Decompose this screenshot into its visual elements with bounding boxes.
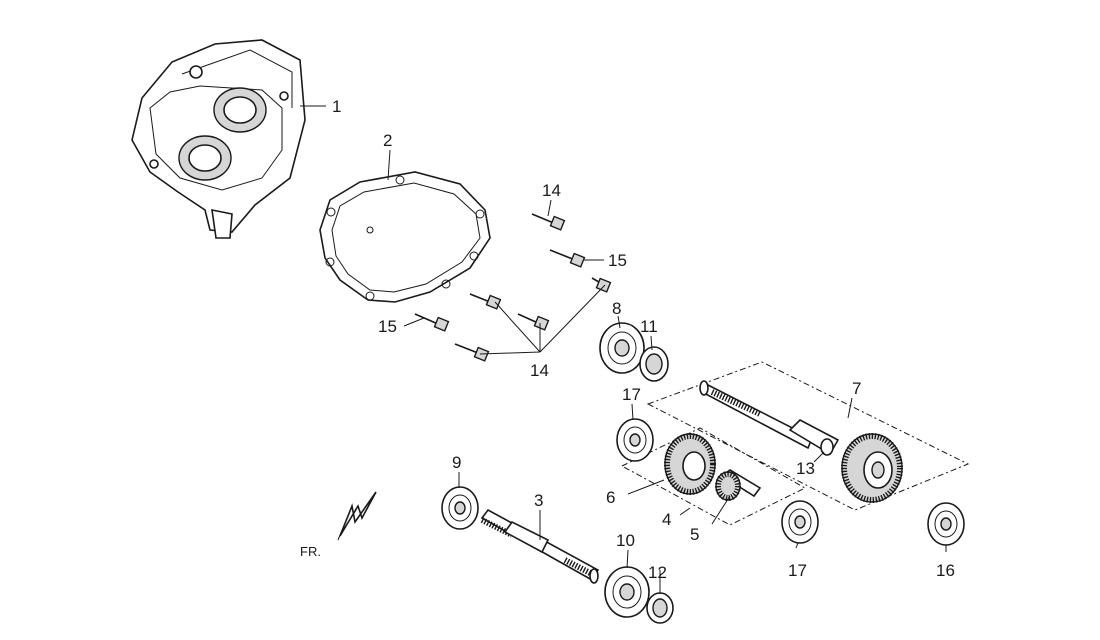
callout-5: 5 [690, 525, 699, 544]
callout-12: 12 [648, 563, 667, 582]
bolt-lower-14 [454, 343, 490, 362]
callout-9: 9 [452, 453, 461, 472]
gear-6 [664, 433, 716, 495]
callout-15-left: 15 [378, 317, 397, 336]
assembly-frame-7 [646, 361, 970, 511]
transmission-case [131, 39, 306, 239]
front-marker-label: FR. [300, 544, 321, 559]
bearing-8 [599, 322, 645, 374]
callout-4: 4 [662, 510, 671, 529]
callout-17-upper: 17 [622, 385, 641, 404]
countershaft-7 [699, 380, 840, 456]
bolt-upper-15 [549, 249, 586, 268]
front-direction-arrow-icon [337, 491, 377, 541]
callout-7: 7 [852, 379, 861, 398]
callout-2: 2 [383, 131, 392, 150]
bolt-mid-right-14 [517, 313, 550, 331]
leader-lines [300, 105, 947, 594]
bearing-16 [927, 502, 965, 546]
callout-14-lower: 14 [530, 361, 549, 380]
drive-shaft-3 [480, 508, 600, 584]
bearing-10 [604, 566, 650, 618]
oil-seal-11 [639, 346, 669, 382]
callout-1: 1 [332, 97, 341, 116]
callout-14-upper: 14 [542, 181, 561, 200]
callout-10: 10 [616, 531, 635, 550]
bolt-mid-14 [469, 293, 502, 310]
bearing-17-upper [616, 418, 654, 462]
callout-15-upper: 15 [608, 251, 627, 270]
bolt-right-14 [591, 277, 612, 293]
case-gasket [319, 171, 491, 303]
circlip-13 [820, 438, 834, 456]
pinion-5 [715, 469, 762, 501]
callout-6: 6 [606, 488, 615, 507]
bolt-left-15 [414, 313, 450, 332]
callout-3: 3 [534, 491, 543, 510]
oil-seal-12 [646, 592, 674, 624]
callout-13: 13 [796, 459, 815, 478]
bolt-upper-14 [531, 213, 566, 231]
callout-16: 16 [936, 561, 955, 580]
countershaft-gear-7 [841, 433, 903, 503]
callout-8: 8 [612, 299, 621, 318]
bearing-9 [441, 486, 479, 530]
callout-11: 11 [640, 317, 658, 336]
callout-17-lower: 17 [788, 561, 807, 580]
bearing-17-lower [781, 500, 819, 544]
